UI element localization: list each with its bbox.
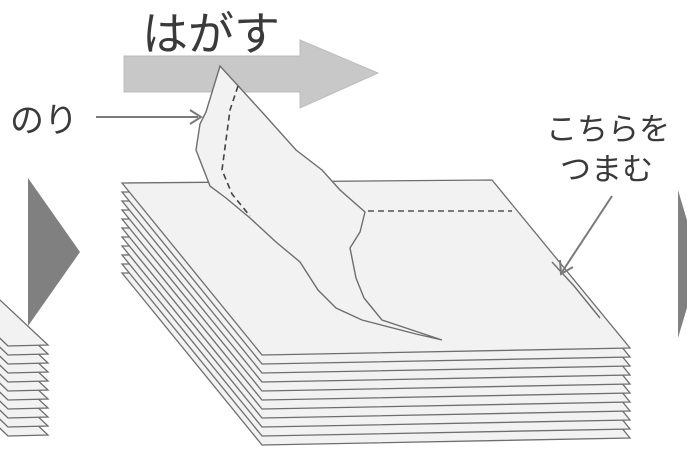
glue-strip-line [221, 85, 251, 217]
peel-label: はがす [142, 7, 280, 61]
prev-step-triangle-icon [28, 178, 80, 326]
left-top-sheet [0, 299, 50, 347]
paper-stack [120, 179, 632, 446]
pinch-pointer-line [561, 195, 613, 273]
peel-direction-arrow-icon [123, 39, 380, 109]
next-step-triangle-icon [678, 190, 687, 338]
pinch-pointer-arrow-icon [559, 259, 574, 276]
pinch-label-line1: こちらを [546, 112, 670, 148]
previous-step-paper-stack [0, 299, 50, 437]
top-sheet [120, 179, 632, 356]
pinch-label-line2: つまむ [560, 152, 653, 188]
pinch-corner-edge [551, 261, 601, 319]
peeled-sheet [195, 64, 443, 341]
glue-label: のり [10, 101, 78, 141]
glue-pointer-arrow-icon [189, 109, 203, 125]
